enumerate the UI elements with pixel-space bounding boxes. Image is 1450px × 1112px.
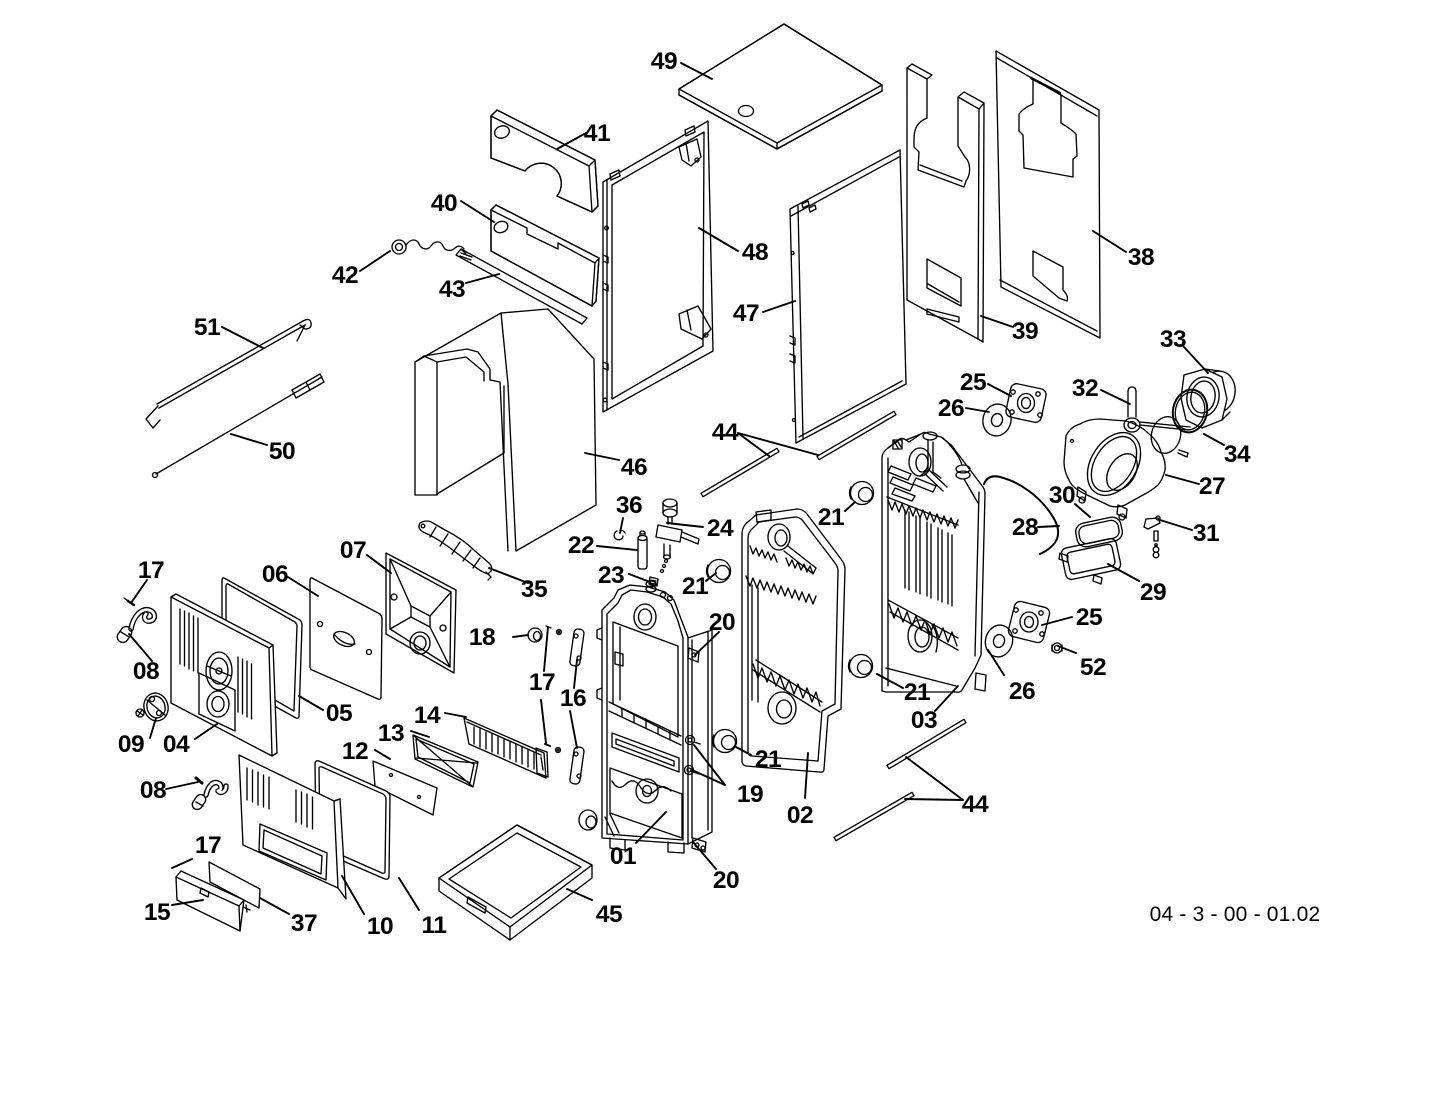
svg-text:05: 05 [326,700,352,727]
svg-text:43: 43 [439,276,465,303]
svg-text:28: 28 [1012,514,1038,541]
svg-text:30: 30 [1049,482,1075,509]
svg-text:15: 15 [144,899,170,926]
svg-text:49: 49 [651,48,677,75]
svg-text:26: 26 [1009,678,1035,705]
svg-text:44: 44 [712,419,739,446]
svg-text:35: 35 [521,576,547,603]
svg-text:48: 48 [742,239,768,266]
svg-text:16: 16 [560,685,586,712]
svg-text:45: 45 [596,901,622,928]
svg-text:25: 25 [960,369,986,396]
svg-text:12: 12 [342,738,368,765]
svg-text:42: 42 [332,262,358,289]
svg-text:04 - 3 - 00 - 01.02: 04 - 3 - 00 - 01.02 [1150,903,1321,926]
svg-text:38: 38 [1128,244,1154,271]
svg-text:31: 31 [1193,520,1219,547]
svg-text:40: 40 [431,190,457,217]
svg-text:14: 14 [414,702,441,729]
svg-text:29: 29 [1140,579,1166,606]
svg-text:34: 34 [1224,441,1251,468]
svg-text:02: 02 [787,802,813,829]
svg-text:24: 24 [707,515,734,542]
svg-text:21: 21 [682,573,708,600]
svg-text:07: 07 [340,537,366,564]
svg-text:13: 13 [378,720,404,747]
svg-text:21: 21 [818,504,844,531]
svg-text:10: 10 [367,913,393,940]
svg-text:50: 50 [269,438,295,465]
svg-text:52: 52 [1080,654,1106,681]
svg-text:19: 19 [737,781,763,808]
svg-text:17: 17 [195,832,221,859]
svg-text:09: 09 [118,731,144,758]
svg-text:11: 11 [422,912,447,939]
svg-text:39: 39 [1012,318,1038,345]
svg-text:32: 32 [1072,375,1098,402]
svg-text:25: 25 [1076,604,1102,631]
svg-text:51: 51 [194,314,220,341]
svg-text:21: 21 [755,746,781,773]
svg-text:23: 23 [598,562,624,589]
svg-text:26: 26 [938,395,964,422]
svg-text:37: 37 [291,910,317,937]
svg-text:44: 44 [962,791,989,818]
svg-text:36: 36 [616,492,642,519]
svg-text:18: 18 [469,624,495,651]
svg-text:03: 03 [911,707,937,734]
svg-text:01: 01 [610,843,636,870]
svg-text:47: 47 [733,300,759,327]
svg-text:08: 08 [133,658,159,685]
svg-text:33: 33 [1160,326,1186,353]
svg-text:06: 06 [262,561,288,588]
svg-text:08: 08 [140,777,166,804]
svg-text:27: 27 [1199,473,1225,500]
svg-text:46: 46 [621,454,647,481]
svg-text:22: 22 [568,532,594,559]
svg-text:41: 41 [584,120,610,147]
svg-text:20: 20 [713,867,739,894]
svg-text:20: 20 [709,609,735,636]
svg-text:04: 04 [163,731,190,758]
svg-text:17: 17 [138,557,164,584]
svg-text:21: 21 [904,679,930,706]
svg-text:17: 17 [529,669,555,696]
